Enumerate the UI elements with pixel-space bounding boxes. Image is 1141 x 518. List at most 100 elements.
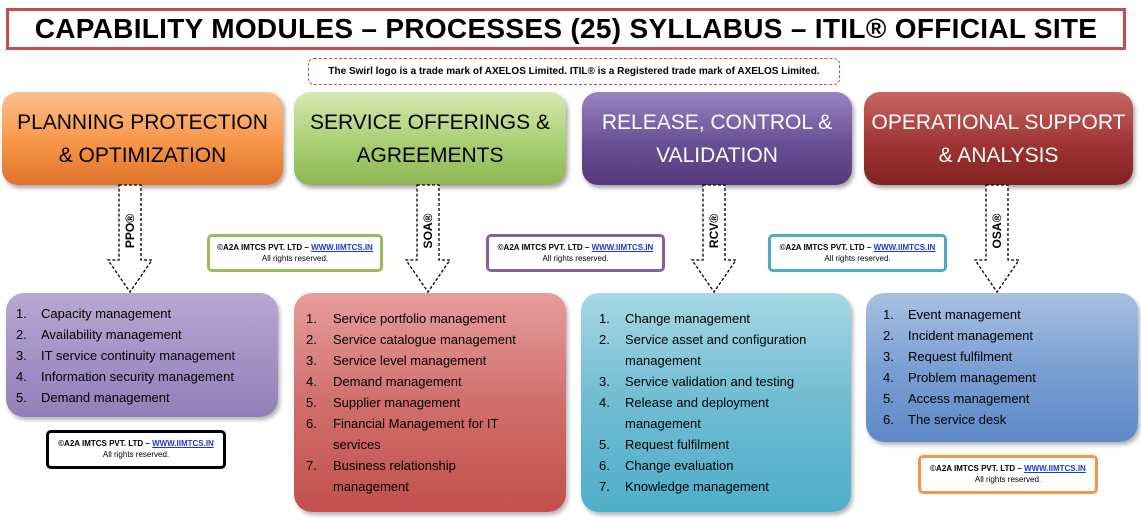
process-label: Release and deployment <box>625 395 769 410</box>
rights-text: All rights reserved. <box>974 475 1042 484</box>
heading-line: AGREEMENTS <box>356 143 504 167</box>
list-item: 5.Request fulfilment <box>599 434 851 455</box>
module-heading-osa: OPERATIONAL SUPPORT& ANALYSIS <box>864 92 1133 185</box>
process-label: management <box>333 479 409 494</box>
list-number: 4. <box>306 374 317 389</box>
process-label: Problem management <box>908 370 1036 385</box>
list-number: 2. <box>599 332 610 347</box>
process-panel-ppo: 1. Capacity management 2. Availability mana… <box>6 293 278 417</box>
process-label: Incident management <box>908 328 1034 343</box>
module-abbr-rcv: RCV® <box>707 213 721 249</box>
list-item: 1. Capacity management <box>16 303 278 324</box>
list-item: 2. Incident management <box>883 325 1138 346</box>
trademark-note: The Swirl logo is a trade mark of AXELOS… <box>308 58 840 85</box>
list-number: 2. <box>883 328 894 343</box>
list-item: 2. Service catalogue management <box>306 329 566 350</box>
process-label: The service desk <box>908 412 1007 427</box>
process-label: Financial Management for IT <box>333 416 499 431</box>
process-label: management <box>625 416 701 431</box>
list-number: 3. <box>16 348 27 363</box>
list-number: 7. <box>306 458 317 473</box>
list-item: 3.IT service continuity management <box>16 345 278 366</box>
list-item: 4. Demand management <box>306 371 566 392</box>
module-heading-ppo: PLANNING PROTECTION& OPTIMIZATION <box>2 92 283 185</box>
process-label: Service catalogue management <box>333 332 516 347</box>
list-number: 3. <box>599 374 610 389</box>
list-number: 6. <box>599 458 610 473</box>
list-number: 1. <box>306 311 317 326</box>
process-label: Business relationship <box>333 458 456 473</box>
heading-line: RELEASE, CONTROL & <box>601 110 833 134</box>
list-item: 6. Change evaluation <box>599 455 851 476</box>
process-label: Information security management <box>41 369 234 384</box>
down-arrow-icon <box>690 184 738 294</box>
heading-line: PLANNING PROTECTION <box>17 110 268 134</box>
module-abbr-ppo: PPO® <box>123 213 137 249</box>
list-number: 1. <box>16 306 27 321</box>
process-label: Service portfolio management <box>333 311 506 326</box>
website-link[interactable]: WWW.IIMTCS.IN <box>591 243 654 252</box>
list-number: 2. <box>16 327 27 342</box>
rights-text: All rights reserved. <box>261 254 329 263</box>
process-label: Change evaluation <box>625 458 734 473</box>
process-label: services <box>333 437 381 452</box>
heading-line: & ANALYSIS <box>938 143 1059 167</box>
rights-text: All rights reserved. <box>824 254 891 263</box>
process-label: Availability management <box>41 327 182 342</box>
list-number: 3. <box>306 353 317 368</box>
module-heading-soa: SERVICE OFFERINGS & AGREEMENTS <box>294 92 566 185</box>
website-link[interactable]: WWW.IIMTCS.IN <box>152 439 214 448</box>
list-item: 3.Service validation and testing <box>599 371 851 392</box>
process-panel-soa: 1. Service portfolio management 2. Service … <box>294 293 566 512</box>
list-item: 2. Availability management <box>16 324 278 345</box>
list-item: 4.Problem management <box>883 367 1138 388</box>
website-link[interactable]: WWW.IIMTCS.IN <box>1024 464 1086 473</box>
list-number: 1. <box>883 307 894 322</box>
heading-line: SERVICE OFFERINGS & <box>310 110 550 134</box>
website-link[interactable]: WWW.IIMTCS.IN <box>873 243 936 252</box>
copyright-line: ©A2A IMTCS PVT. LTD – WWW.IIMTCS.IN <box>497 243 654 252</box>
list-item: 4. Information security management <box>16 366 278 387</box>
process-list: 1. Service portfolio management 2. Service … <box>306 308 566 497</box>
copyright-box: ©A2A IMTCS PVT. LTD – WWW.IIMTCS.IN All … <box>486 234 665 272</box>
copyright-box: ©A2A IMTCS PVT. LTD – WWW.IIMTCS.IN All … <box>207 234 383 272</box>
copyright-box: ©A2A IMTCS PVT. LTD – WWW.IIMTCS.IN All … <box>46 430 226 469</box>
list-item: 3.Service level management <box>306 350 566 371</box>
copyright-line: ©A2A IMTCS PVT. LTD – WWW.IIMTCS.IN <box>217 243 373 252</box>
process-label: Demand management <box>333 374 462 389</box>
module-heading-rcv: RELEASE, CONTROL & VALIDATION <box>582 92 852 185</box>
website-link[interactable]: WWW.IIMTCS.IN <box>311 243 373 252</box>
process-list: 1. Event management 2. Incident management 3… <box>883 304 1138 430</box>
down-arrow-icon <box>404 184 452 294</box>
list-number: 7. <box>599 479 610 494</box>
down-arrow-icon <box>106 184 154 294</box>
list-number: 2. <box>306 332 317 347</box>
process-label: Capacity management <box>41 306 172 321</box>
process-label: Knowledge management <box>625 479 769 494</box>
process-list: 1. Capacity management 2. Availability mana… <box>16 303 278 408</box>
process-label: Event management <box>908 307 1021 322</box>
copyright-line: ©A2A IMTCS PVT. LTD – WWW.IIMTCS.IN <box>779 243 936 252</box>
list-item: 1.Change management <box>599 308 851 329</box>
page-title: CAPABILITY MODULES – PROCESSES (25) SYLL… <box>34 13 1098 44</box>
copyright-box: ©A2A IMTCS PVT. LTD – WWW.IIMTCS.IN All … <box>918 455 1098 494</box>
list-number: 4. <box>16 369 27 384</box>
list-item: 4. Release and deployment management <box>599 392 851 434</box>
module-abbr-osa: OSA® <box>990 213 1004 249</box>
list-number: 4. <box>599 395 610 410</box>
process-panel-osa: 1. Event management 2. Incident management 3… <box>866 293 1138 442</box>
rights-text: All rights reserved. <box>542 254 609 263</box>
process-label: Demand management <box>41 390 170 405</box>
list-item: 3.Request fulfilment <box>883 346 1138 367</box>
down-arrow-icon <box>973 184 1021 294</box>
copyright-line: ©A2A IMTCS PVT. LTD – WWW.IIMTCS.IN <box>930 464 1086 473</box>
list-number: 3. <box>883 349 894 364</box>
heading-line: VALIDATION <box>656 143 778 167</box>
list-number: 1. <box>599 311 610 326</box>
list-item: 7. Business relationship management <box>306 455 566 497</box>
copyright-box: ©A2A IMTCS PVT. LTD – WWW.IIMTCS.IN All … <box>768 234 947 272</box>
list-item: 5.Supplier management <box>306 392 566 413</box>
